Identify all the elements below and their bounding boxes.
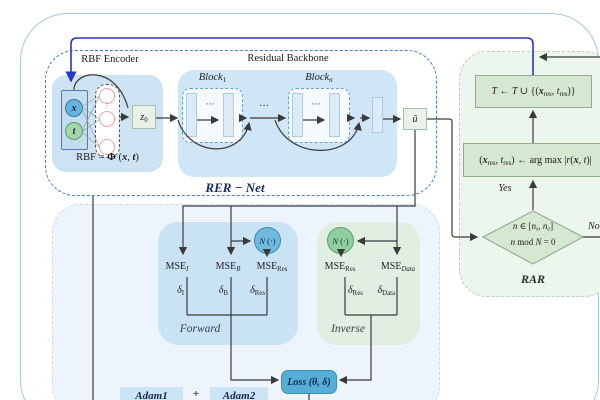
mse-res-inverse-label: MSERes <box>324 261 356 273</box>
adam-plus: + <box>192 388 200 400</box>
delta-res-inverse-label: δRes <box>348 285 363 297</box>
blockn-layer-right <box>329 93 340 137</box>
encoder-title: RBF Encoder <box>81 54 139 65</box>
adam2-box: Adam2 <box>210 387 268 400</box>
block1-layer-left <box>186 93 197 137</box>
delta-data-label: δData <box>377 285 396 297</box>
mse-data-label: MSEData <box>380 261 416 273</box>
rer-net-label: RER − Net <box>205 180 265 195</box>
inverse-n-operator: N (·) <box>327 227 354 254</box>
output-layer <box>372 97 383 133</box>
rar-update-box: T ← T ∪ {(xres, tres)} <box>475 75 592 108</box>
forward-label: Forward <box>179 323 221 335</box>
rbf-neuron-2 <box>99 111 115 127</box>
mse-b-label: MSEB <box>215 261 241 273</box>
rar-label: RAR <box>520 272 545 286</box>
yes-label: Yes <box>498 183 512 194</box>
between-blocks-ellipsis: ··· <box>259 101 269 112</box>
rar-condition-line1: n ∈ [ns, ne] <box>512 221 554 233</box>
blockn-title: Blockn <box>305 72 333 84</box>
rar-argmax-box: (xres, tres) ← arg max |r(x, t)| <box>463 143 600 177</box>
forward-n-operator: N (·) <box>254 227 281 254</box>
delta-i-label: δI <box>177 285 184 297</box>
adam1-box: Adam1 <box>120 387 183 400</box>
no-label: No <box>588 221 600 232</box>
mse-res-forward-label: MSERes <box>256 261 288 273</box>
mse-i-label: MSEI <box>165 261 189 273</box>
rbf-ellipsis: ⋮ <box>103 101 111 110</box>
block1-title: Block1 <box>198 72 227 84</box>
rbf-formula: RBF = Φ (x, t) <box>76 152 139 163</box>
input-x-node: x <box>65 99 83 117</box>
blockn-layer-left <box>292 93 303 137</box>
backbone-title: Residual Backbone <box>247 53 329 64</box>
delta-res-forward-label: δRes <box>250 285 265 297</box>
u-hat-box: û <box>403 108 427 130</box>
loss-box: Loss (θ, δ) <box>281 370 337 394</box>
block1-layer-right <box>223 93 234 137</box>
rbf-neuron-3 <box>99 139 115 155</box>
block1-ellipsis: ··· <box>205 99 215 109</box>
z0-box: z0 <box>132 105 156 129</box>
delta-b-label: δB <box>218 285 228 297</box>
inverse-label: Inverse <box>331 323 365 335</box>
input-t-node: t <box>65 122 83 140</box>
blockn-ellipsis: ··· <box>311 99 321 109</box>
rar-condition-line2: n mod N = 0 <box>510 237 556 247</box>
